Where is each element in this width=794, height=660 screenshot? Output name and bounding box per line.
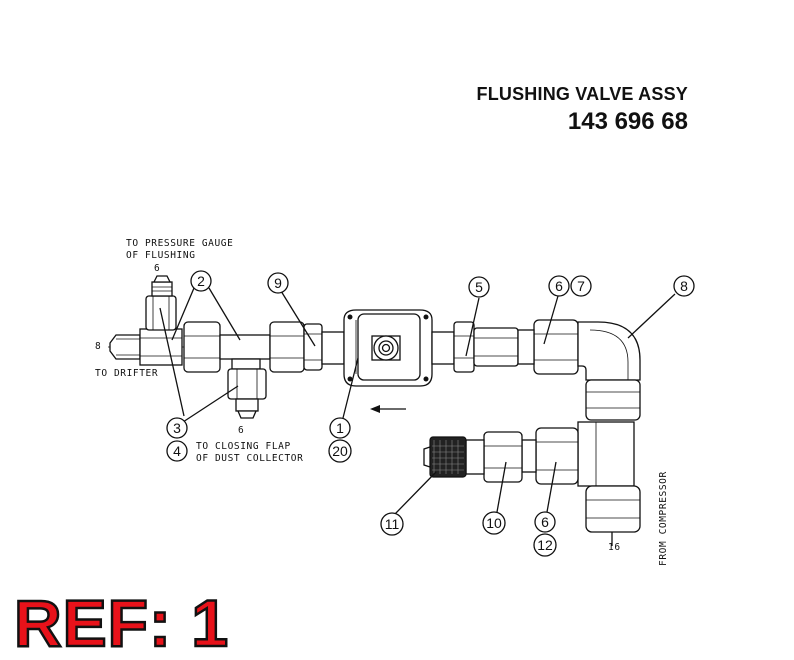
svg-text:6: 6	[541, 514, 549, 530]
svg-text:7: 7	[577, 278, 585, 294]
size-flap-port: 6	[238, 425, 244, 436]
balloon-20: 20	[328, 439, 352, 463]
label-to-closing-flap-1: TO CLOSING FLAP	[196, 441, 291, 452]
svg-text:6: 6	[555, 278, 563, 294]
balloon-5: 5	[468, 276, 490, 298]
balloon-11: 11	[380, 512, 404, 536]
balloon-7: 7	[570, 275, 592, 297]
label-to-pressure-gauge-1: TO PRESSURE GAUGE	[126, 238, 233, 249]
flap-port-fitting	[227, 368, 267, 419]
assembly-title: FLUSHING VALVE ASSY	[476, 84, 688, 104]
svg-text:20: 20	[332, 443, 348, 459]
svg-text:2: 2	[197, 273, 205, 289]
nut-fitting-left	[183, 321, 221, 373]
balloon-1: 1	[329, 417, 351, 439]
nut-fitting-10	[465, 431, 523, 483]
svg-text:9: 9	[274, 275, 282, 291]
nut-fitting-9	[269, 321, 323, 373]
balloon-3: 3	[166, 417, 188, 439]
flushing-valve-body	[321, 309, 455, 387]
svg-text:4: 4	[173, 443, 181, 459]
label-from-compressor: FROM COMPRESSOR	[658, 471, 669, 566]
nut-fitting-5	[453, 321, 519, 373]
size-drifter-port: 8	[95, 341, 101, 352]
size-compressor-port: 16	[608, 542, 621, 553]
drifter-adapter	[109, 328, 183, 366]
label-to-drifter: TO DRIFTER	[95, 368, 158, 379]
balloon-9: 9	[267, 272, 289, 294]
assembly-part-number: 143 696 68	[567, 108, 688, 135]
svg-text:8: 8	[680, 278, 688, 294]
tee-body	[219, 334, 271, 370]
balloon-2: 2	[190, 270, 212, 292]
balloon-4: 4	[166, 440, 188, 462]
balloon-12: 12	[533, 533, 557, 557]
balloon-8: 8	[673, 275, 695, 297]
svg-text:12: 12	[537, 537, 553, 553]
svg-text:11: 11	[385, 516, 400, 532]
balloon-10: 10	[482, 511, 506, 535]
lower-tee-fitting	[577, 421, 641, 533]
leader-lines	[159, 287, 676, 546]
svg-text:3: 3	[173, 420, 181, 436]
svg-text:5: 5	[475, 279, 483, 295]
label-to-closing-flap-2: OF DUST COLLECTOR	[196, 453, 303, 464]
nut-fitting-6-12	[521, 427, 579, 485]
elbow-fitting	[577, 321, 641, 421]
gauge-tee-fitting	[145, 275, 177, 331]
ref-label: REF: 1	[13, 586, 230, 660]
label-to-pressure-gauge-2: OF FLUSHING	[126, 250, 196, 261]
flow-direction-arrow	[370, 405, 406, 413]
balloon-6: 6	[548, 275, 570, 297]
nut-fitting-6-7	[517, 319, 579, 375]
knurled-dust-cap	[423, 436, 467, 478]
size-gauge-port: 6	[154, 263, 160, 274]
svg-text:1: 1	[336, 420, 344, 436]
svg-text:10: 10	[486, 515, 502, 531]
balloon-6-lower: 6	[534, 511, 556, 533]
